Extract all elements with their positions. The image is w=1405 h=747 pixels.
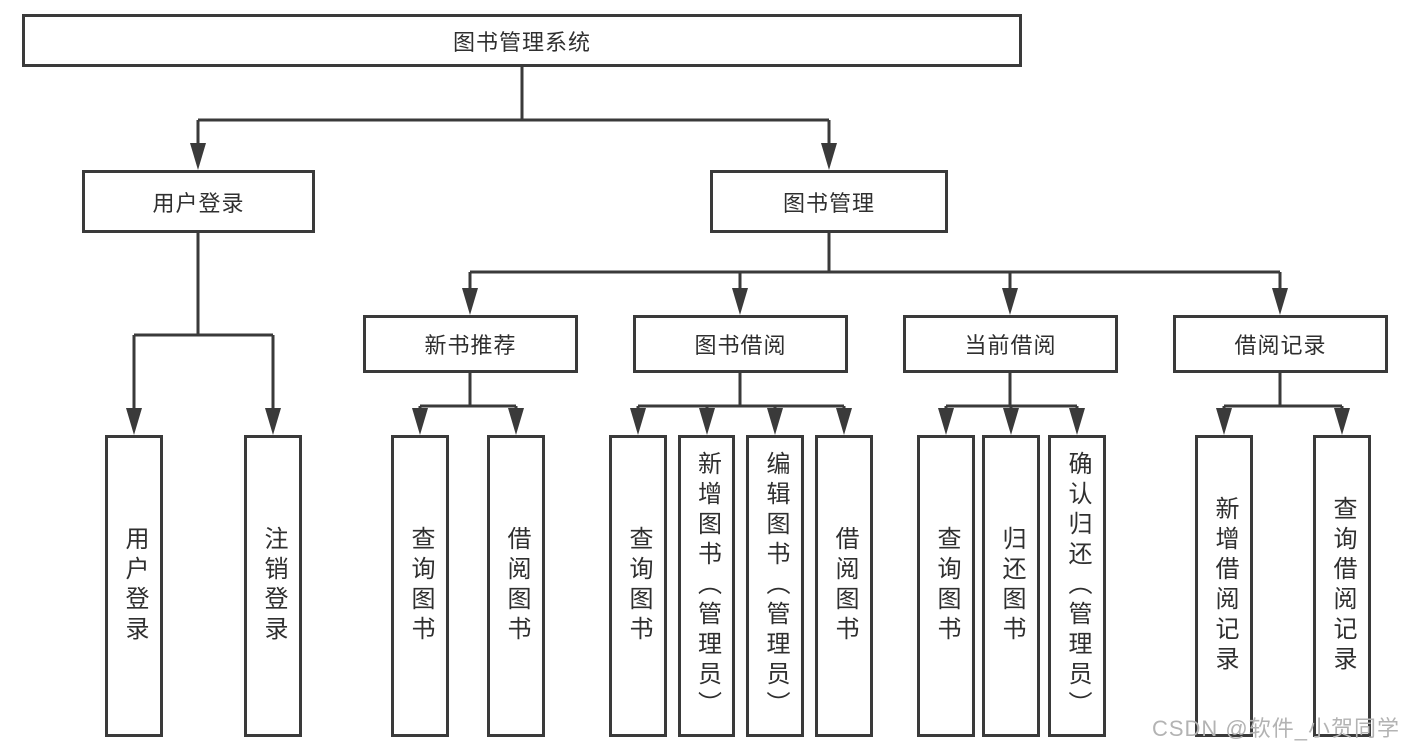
node-book-management: 图书管理 (710, 170, 948, 233)
connector-user-login-to-leaves (126, 233, 281, 435)
leaf-user-login: 用户登录 (105, 435, 163, 737)
connector-root-to-level2 (190, 67, 837, 170)
connector-book-management-to-level3 (462, 233, 1288, 315)
connector-book-borrow-to-leaves (630, 373, 852, 435)
leaf-query-books-recommend: 查询图书 (391, 435, 449, 737)
leaf-add-books-admin: 新增图书（管理员） (678, 435, 735, 737)
leaf-query-books-borrow: 查询图书 (609, 435, 667, 737)
leaf-return-books: 归还图书 (982, 435, 1040, 737)
leaf-query-books-recommend-label: 查询图书 (407, 526, 434, 646)
leaf-user-login-label: 用户登录 (121, 526, 148, 646)
leaf-query-borrow-record-label: 查询借阅记录 (1329, 496, 1356, 676)
node-user-login: 用户登录 (82, 170, 315, 233)
leaf-logout-label: 注销登录 (260, 526, 287, 646)
connector-borrow-records-to-leaves (1216, 373, 1350, 435)
leaf-query-books-borrow-label: 查询图书 (625, 526, 652, 646)
node-book-borrow: 图书借阅 (633, 315, 848, 373)
node-borrow-records: 借阅记录 (1173, 315, 1388, 373)
leaf-add-books-admin-label: 新增图书（管理员） (693, 451, 721, 721)
leaf-edit-books-admin: 编辑图书（管理员） (746, 435, 804, 737)
leaf-return-books-label: 归还图书 (998, 526, 1025, 646)
leaf-query-borrow-record: 查询借阅记录 (1313, 435, 1371, 737)
csdn-watermark: CSDN @软件_小贺同学 (1151, 716, 1400, 741)
leaf-confirm-return-admin: 确认归还（管理员） (1048, 435, 1106, 737)
leaf-add-borrow-record-label: 新增借阅记录 (1211, 496, 1238, 676)
connector-current-borrow-to-leaves (938, 373, 1085, 435)
leaf-query-books-current: 查询图书 (917, 435, 975, 737)
leaf-edit-books-admin-label: 编辑图书（管理员） (762, 451, 789, 721)
leaf-borrow-books-label: 借阅图书 (831, 526, 858, 646)
node-book-management-system: 图书管理系统 (22, 14, 1022, 67)
leaf-query-books-current-label: 查询图书 (933, 526, 960, 646)
leaf-borrow-books: 借阅图书 (815, 435, 873, 737)
node-current-borrow: 当前借阅 (903, 315, 1118, 373)
leaf-logout: 注销登录 (244, 435, 302, 737)
node-new-book-recommend: 新书推荐 (363, 315, 578, 373)
leaf-borrow-books-recommend-label: 借阅图书 (503, 526, 530, 646)
leaf-add-borrow-record: 新增借阅记录 (1195, 435, 1253, 737)
leaf-confirm-return-admin-label: 确认归还（管理员） (1064, 451, 1091, 721)
leaf-borrow-books-recommend: 借阅图书 (487, 435, 545, 737)
connector-new-book-to-leaves (412, 373, 524, 435)
